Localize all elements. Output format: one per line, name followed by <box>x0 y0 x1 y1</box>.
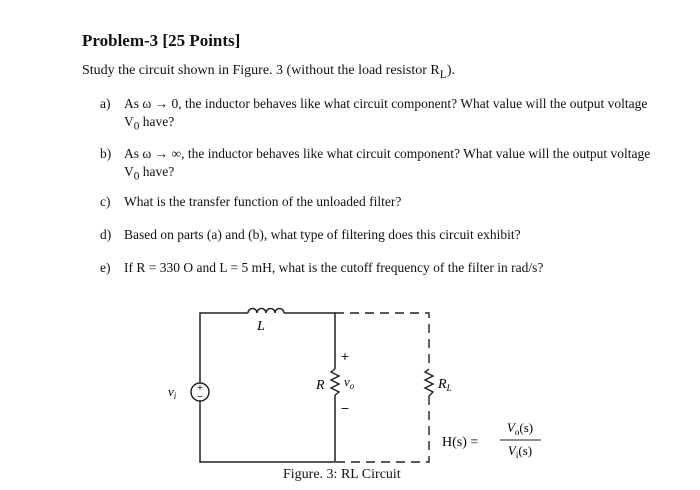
question-text-pre: As ω → 0, the inductor behaves like what… <box>124 96 648 129</box>
source-label-main: v <box>168 384 174 399</box>
source-plus-sign: + <box>197 383 204 392</box>
question-text-pre: As ω → ∞, the inductor behaves like what… <box>124 146 651 179</box>
output-minus-sign: − <box>340 402 349 415</box>
intro-subscript: L <box>439 67 447 81</box>
circuit-wires <box>199 312 336 463</box>
output-voltage-subscript: o <box>350 381 355 391</box>
source-label: vi <box>168 384 177 401</box>
problem-intro: Study the circuit shown in Figure. 3 (wi… <box>82 63 455 81</box>
transfer-function-lhs: H(s) = <box>442 435 478 450</box>
source-label-subscript: i <box>174 391 177 401</box>
intro-text: Study the circuit shown in Figure. 3 (wi… <box>82 63 440 78</box>
question-d: d) Based on parts (a) and (b), what type… <box>100 226 660 244</box>
question-b: b) As ω → ∞, the inductor behaves like w… <box>100 145 660 186</box>
question-text-post: have? <box>139 114 175 129</box>
numerator-subscript: o <box>515 427 520 437</box>
question-text: As ω → ∞, the inductor behaves like what… <box>124 145 660 186</box>
inductor-label: L <box>256 319 265 334</box>
question-text: If R = 330 O and L = 5 mH, what is the c… <box>124 260 544 275</box>
figure-caption: Figure. 3: RL Circuit <box>283 467 401 482</box>
denominator-main: V <box>508 443 518 458</box>
load-wire-bottom <box>335 396 430 463</box>
load-resistor-subscript: L <box>446 383 452 393</box>
load-wire-top <box>335 312 430 369</box>
question-label: a) <box>100 96 111 111</box>
wire-left-top <box>199 312 248 383</box>
question-label: c) <box>100 194 111 209</box>
denominator-subscript: i <box>516 450 519 460</box>
numerator-main: V <box>507 420 517 435</box>
question-a: a) As ω → 0, the inductor behaves like w… <box>100 95 660 136</box>
question-label: d) <box>100 227 112 242</box>
resistor-label: R <box>315 378 325 393</box>
output-voltage-main: v <box>344 374 350 389</box>
wire-bottom <box>199 395 336 463</box>
voltage-source-symbol <box>190 382 210 402</box>
load-resistor-symbol <box>423 368 435 397</box>
question-text: Based on parts (a) and (b), what type of… <box>124 227 521 242</box>
question-c: c) What is the transfer function of the … <box>100 193 660 211</box>
question-subscript: 0 <box>133 170 140 183</box>
question-subscript: 0 <box>133 120 140 133</box>
wire-top-right <box>284 312 336 369</box>
intro-end: ). <box>446 63 456 78</box>
resistor-symbol <box>329 368 341 396</box>
question-label: e) <box>100 260 111 275</box>
load-branch-dashed <box>335 312 430 463</box>
load-resistor-label: RL <box>437 377 452 393</box>
output-voltage-label: vo <box>344 374 355 391</box>
question-text: What is the transfer function of the unl… <box>124 194 402 209</box>
question-e: e) If R = 330 O and L = 5 mH, what is th… <box>100 259 660 277</box>
inductor-symbol <box>247 307 285 314</box>
source-minus-sign: − <box>197 392 204 401</box>
transfer-function-denominator: Vi(s) <box>508 443 532 460</box>
question-label: b) <box>100 146 112 161</box>
denominator-end: (s) <box>518 443 532 458</box>
load-resistor-main: R <box>437 377 447 392</box>
transfer-function-numerator: Vo(s) <box>507 420 533 437</box>
output-plus-sign: + <box>340 350 349 363</box>
question-text: As ω → 0, the inductor behaves like what… <box>124 95 660 136</box>
numerator-end: (s) <box>519 420 533 435</box>
problem-title: Problem-3 [25 Points] <box>82 31 241 50</box>
question-text-post: have? <box>139 164 175 179</box>
